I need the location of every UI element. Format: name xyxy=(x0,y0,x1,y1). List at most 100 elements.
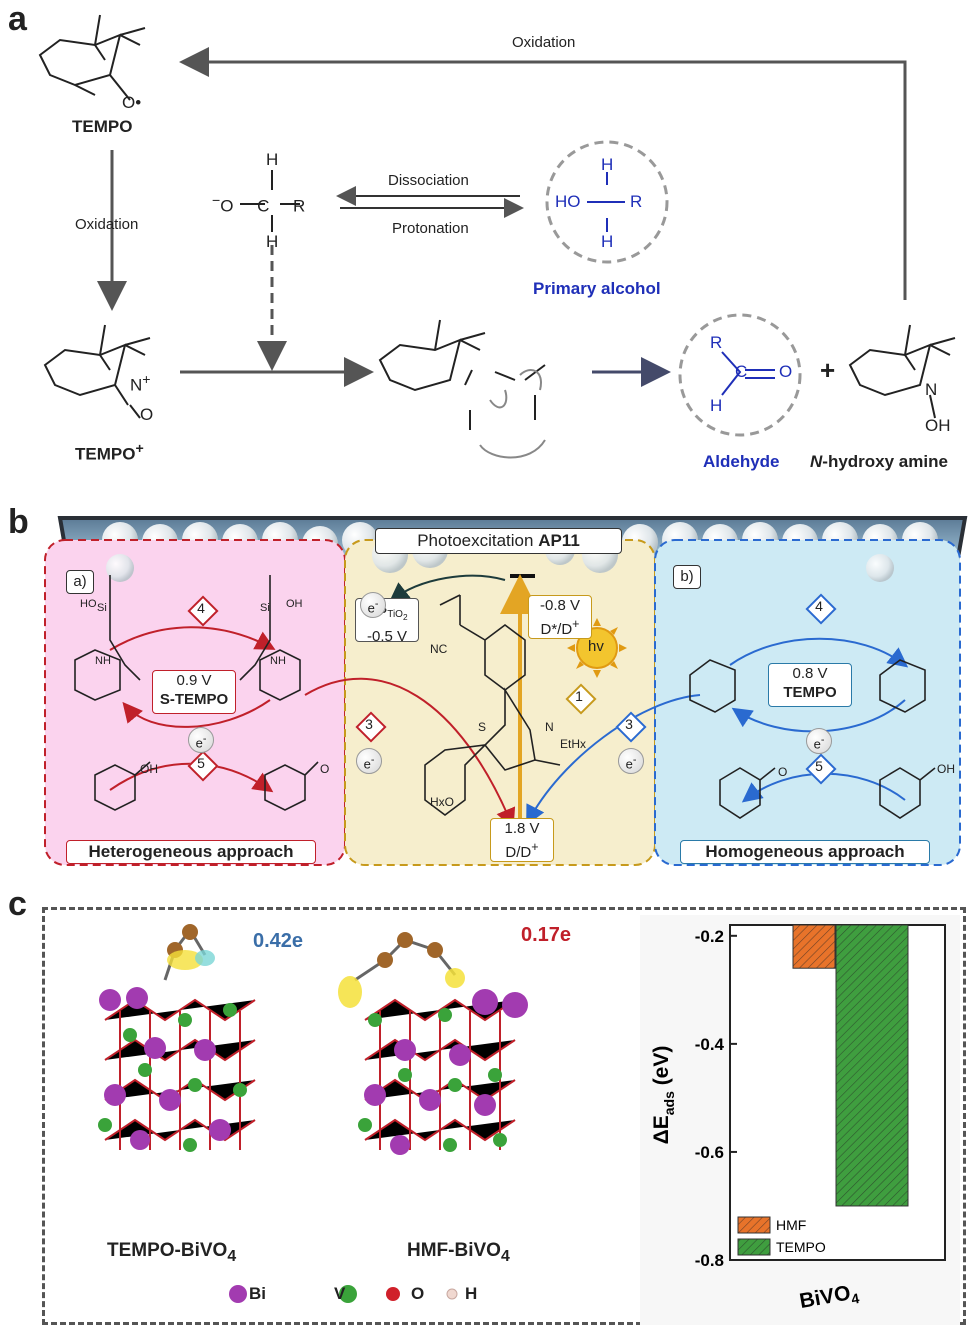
electron-left-sup: - xyxy=(202,733,207,745)
tempo-plus-sup: + xyxy=(135,441,144,457)
legend-v-sphere xyxy=(339,1285,357,1303)
electron-mid-right-text: e xyxy=(625,756,633,772)
excited-couple-sup: + xyxy=(572,617,580,631)
electron-mid-right: e- xyxy=(618,748,644,774)
tempo-charge: 0.42e xyxy=(253,930,304,952)
photoexcitation-box: Photoexcitation AP11 xyxy=(375,528,622,554)
cb-potential: -0.5 V xyxy=(366,628,408,645)
s-tempo-potential-box: 0.9 V S-TEMPO xyxy=(152,670,236,714)
hmf-bivo4-lattice xyxy=(364,998,516,1150)
ground-potential: 1.8 V xyxy=(504,820,540,837)
hmf-bivo4-sub: 4 xyxy=(500,1247,510,1265)
electron-cb-text: e xyxy=(367,600,375,616)
legend-swatch-tempo xyxy=(737,1238,771,1256)
alcohol-R: R xyxy=(630,192,643,211)
step-3-right-num: 3 xyxy=(625,716,633,732)
oxidation-left-label: Oxidation xyxy=(75,216,139,233)
dye-hxo: HxO xyxy=(430,795,454,809)
alcohol-HO: HO xyxy=(555,192,581,211)
left-aldehyde-o: O xyxy=(320,762,330,776)
electron-cb-sup: - xyxy=(374,598,379,610)
ground-state-box: 1.8 V D/D+ xyxy=(490,818,554,862)
intermediate-structure xyxy=(378,319,546,459)
excited-potential: -0.8 V xyxy=(539,597,581,614)
y-tick-label: -0.8 xyxy=(695,1251,724,1270)
electron-left-text: e xyxy=(195,735,203,751)
tempo-label: TEMPO xyxy=(72,117,133,136)
aldehyde-R: R xyxy=(710,333,723,352)
legend-bi-label: Bi xyxy=(249,1284,266,1303)
tempo-bivo4-atoms xyxy=(98,924,247,1152)
tempo-structures xyxy=(689,659,936,819)
alkoxide-H-top: H xyxy=(266,150,279,169)
tempo-name: TEMPO xyxy=(783,684,837,701)
legend-bi-sphere xyxy=(229,1285,247,1303)
s-tempo-potential: 0.9 V xyxy=(176,672,212,689)
photoexcitation-text: Photoexcitation xyxy=(417,531,539,550)
y-axis-label: ΔEads (eV) xyxy=(650,1046,677,1145)
electron-right-sup: - xyxy=(820,734,825,746)
alkoxide-formula: −O C R xyxy=(212,193,306,216)
tempo-oxygen: O xyxy=(122,93,136,112)
panel-a-scheme xyxy=(38,14,956,459)
step-3-left-num: 3 xyxy=(365,716,373,732)
legend-o-sphere xyxy=(386,1287,400,1301)
right-aldehyde-o: O xyxy=(778,765,788,779)
hydroxy-amine-rest: -hydroxy amine xyxy=(822,452,948,471)
hmf-bivo4-text: HMF-BiVO xyxy=(407,1240,501,1261)
tempo-plus-text: TEMPO xyxy=(75,444,136,464)
primary-alcohol-circle xyxy=(545,140,669,264)
right-oh: OH xyxy=(286,598,303,610)
oxidation-top-arrow xyxy=(179,47,907,300)
excited-state-box: -0.8 V D*/D+ xyxy=(528,595,592,639)
dye-s: S xyxy=(478,720,487,734)
x-category-sub: 4 xyxy=(850,1290,861,1307)
alkoxide-O: O xyxy=(220,196,234,216)
sub-a-label: a) xyxy=(66,570,94,594)
tempo-bivo4-text: TEMPO-BiVO xyxy=(107,1240,228,1261)
tempo-plus-O: O xyxy=(140,405,154,424)
injection-arrow xyxy=(388,574,506,603)
alkoxide-H-bottom: H xyxy=(266,232,279,251)
y-axis-label-sub: ads xyxy=(661,1091,677,1115)
s-tempo-name: S-TEMPO xyxy=(159,691,229,708)
tempo-potential: 0.8 V xyxy=(792,665,828,682)
ground-couple-sup: + xyxy=(531,840,539,854)
hmf-bivo4-label: HMF-BiVO4 xyxy=(407,1240,510,1266)
tempo-bivo4-sub: 4 xyxy=(227,1247,237,1265)
tempo-plus-structure xyxy=(43,324,151,419)
s-tempo-structures xyxy=(74,575,319,811)
excited-couple: D*/D+ xyxy=(529,615,591,639)
bar-tempo xyxy=(835,924,909,1207)
cb-sub2: 2 xyxy=(402,612,408,622)
electron-mid-left: e- xyxy=(356,748,382,774)
panel-a-letter: a xyxy=(8,0,27,38)
hydroxy-amine-label: N-hydroxy amine xyxy=(810,452,948,472)
oxidation-top-label: Oxidation xyxy=(512,34,576,51)
electron-left: e- xyxy=(188,727,214,753)
tempo-plus-N: N+ xyxy=(130,372,151,395)
ap11-text: AP11 xyxy=(538,531,580,550)
panel-c-frame xyxy=(42,907,966,1325)
step-5-right-num: 5 xyxy=(815,758,823,774)
hydroxy-amine-italic: N xyxy=(810,452,823,471)
tempo-bivo4-label: TEMPO-BiVO4 xyxy=(107,1240,236,1266)
ground-couple-text: D/D xyxy=(505,844,532,861)
dye-n: N xyxy=(545,720,554,734)
aldehyde-H: H xyxy=(710,396,723,415)
hv-label: hv xyxy=(588,638,604,655)
electron-cb: e- xyxy=(360,592,386,618)
dissociation-label: Dissociation xyxy=(388,172,469,189)
alkoxide-C: C xyxy=(257,196,270,216)
electron-mid-left-sup: - xyxy=(370,754,375,766)
step-4-left-num: 4 xyxy=(197,600,205,616)
tempo-N-O-label: O• xyxy=(122,93,142,112)
dye-ethx: EtHx xyxy=(560,737,587,751)
left-ho: HO xyxy=(80,598,97,610)
y-axis-label-main: ΔE xyxy=(650,1115,673,1144)
legend-h-label: H xyxy=(465,1284,478,1303)
y-tick-label: -0.6 xyxy=(695,1143,724,1162)
legend-o-label: O xyxy=(411,1284,425,1303)
